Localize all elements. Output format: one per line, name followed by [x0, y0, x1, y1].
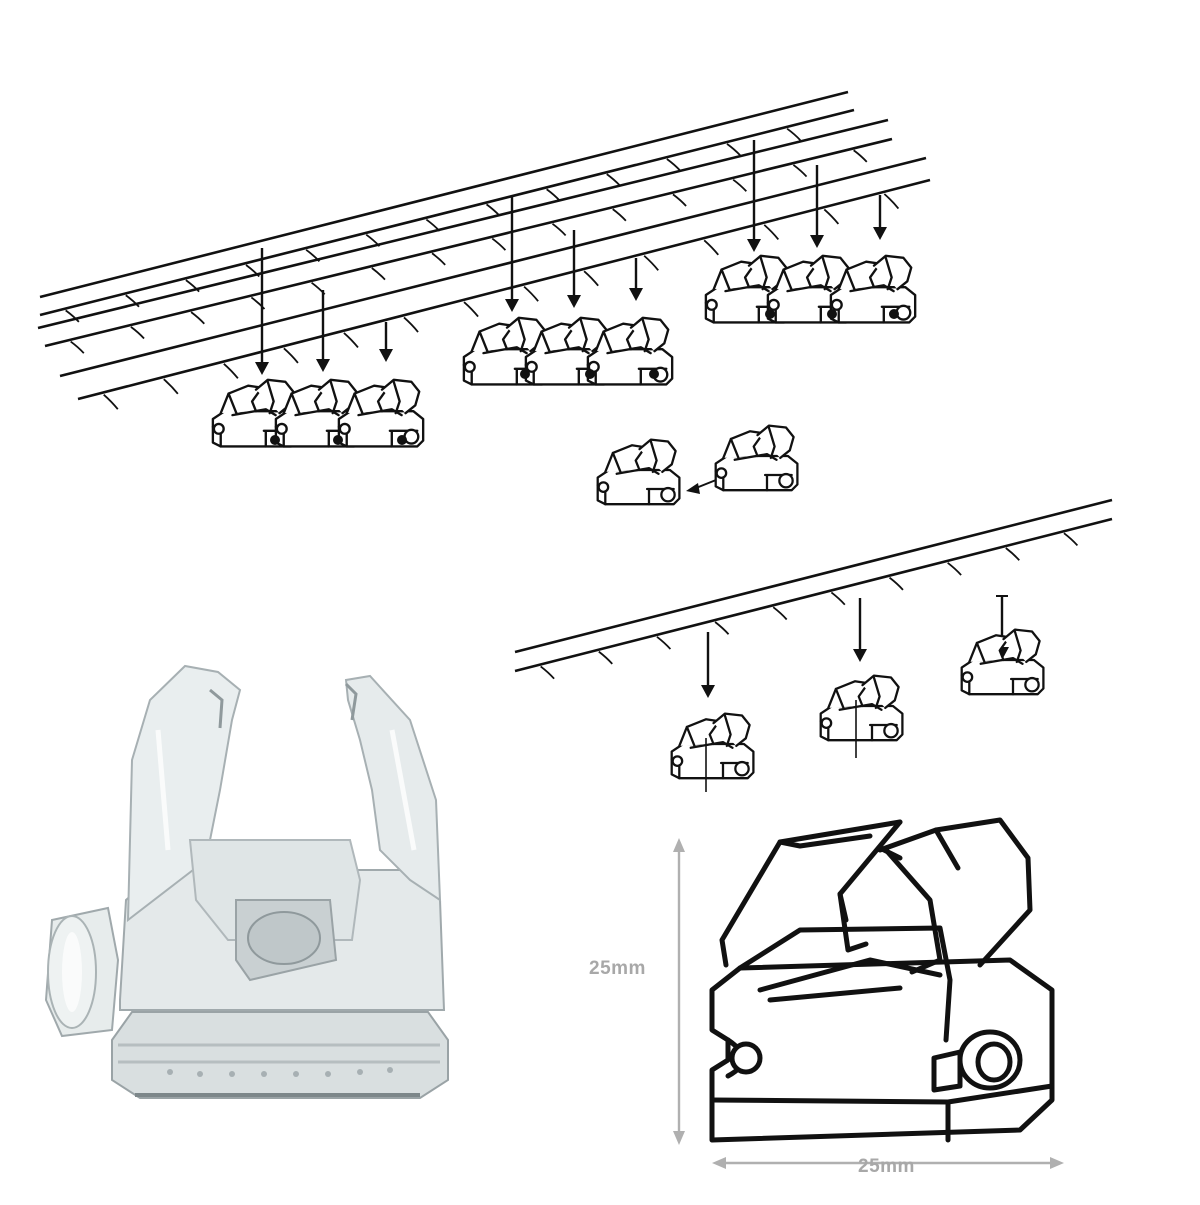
tape-segment [223, 363, 239, 379]
down-arrow-icon [379, 349, 393, 362]
clip-line-drawing-icon [960, 628, 1045, 696]
left-arrow-icon [686, 483, 700, 494]
tape-segment [343, 332, 359, 349]
tape-segment [365, 233, 381, 247]
tape-segment [666, 158, 681, 172]
tape-segment [130, 326, 145, 340]
down-arrow-icon [567, 295, 581, 308]
tape-segment [947, 562, 962, 576]
tape-segment [612, 208, 627, 222]
lower-tape-segment-marks [540, 532, 1079, 680]
tape-segment [546, 188, 561, 202]
connector-dot [520, 369, 530, 379]
tape-segment [823, 208, 840, 225]
clip-line-drawing-icon [596, 438, 681, 506]
tape-segment [491, 237, 507, 251]
tape-segment [523, 285, 539, 302]
connect-arrow-line [695, 479, 717, 489]
upper-clip-groups [211, 254, 917, 448]
dimension-lines [673, 838, 1064, 1169]
connector-dot [827, 309, 837, 319]
tape-segment [540, 665, 555, 680]
tape-segment [598, 650, 613, 665]
tape-segment [763, 224, 780, 240]
tape-segment [283, 347, 299, 364]
clip-line-drawing-icon [709, 817, 1055, 1143]
tape-segment [431, 252, 446, 266]
tape-segment [672, 193, 687, 207]
connector-dot [765, 309, 775, 319]
tape-segment [485, 203, 501, 217]
tape-segment [125, 294, 140, 308]
clip-line-drawing-icon [670, 712, 755, 780]
connector-dot [889, 309, 899, 319]
tape-segment [772, 606, 788, 621]
tape-segment [583, 270, 599, 287]
upper-drop-arrows [255, 140, 887, 375]
tape-segment [245, 264, 260, 278]
down-arrow-icon [629, 288, 643, 301]
connector-dot [270, 435, 280, 445]
tape-segment-marks [65, 127, 900, 410]
tape-segment [1063, 532, 1079, 547]
height-dimension-label: 25mm [589, 958, 646, 979]
tape-segment [250, 296, 266, 310]
tape-segment [786, 127, 801, 141]
lower-clips [670, 595, 1045, 792]
down-arrow-icon [316, 359, 330, 372]
down-arrow-icon [505, 299, 519, 312]
middle-clip-pair [596, 424, 799, 506]
down-arrow-icon [747, 239, 761, 252]
tape-segment [714, 621, 730, 635]
tape-segment [190, 311, 205, 325]
tape-segment [853, 149, 868, 163]
connector-dot [585, 369, 595, 379]
clip-line-drawing-icon [714, 424, 799, 492]
tape-segment [305, 249, 321, 262]
tape-segment [425, 218, 441, 232]
tape-segment [732, 178, 747, 192]
transparent-clip-photo [44, 664, 449, 1099]
clip-line-drawing-icon [819, 674, 904, 742]
tape-segment [1005, 547, 1020, 561]
tape-segment [830, 591, 846, 606]
tape-segment [103, 393, 119, 410]
tape-segment [65, 309, 80, 323]
connector-dot [649, 369, 659, 379]
down-arrow-icon [810, 235, 824, 248]
lower-tape-row [514, 498, 1113, 673]
connector-dot [333, 435, 343, 445]
tape-segment [703, 239, 719, 256]
down-arrow-icon [853, 649, 867, 662]
tape-segment [463, 301, 479, 318]
tape-segment [888, 576, 904, 591]
down-arrow-icon [255, 362, 269, 375]
tape-segment [643, 255, 659, 271]
down-arrow-icon [701, 685, 715, 698]
tape-segment [185, 279, 200, 293]
tape-segment [371, 267, 386, 281]
tape-segment [792, 164, 808, 178]
tape-segment [70, 340, 85, 354]
upper-tape-rows [37, 90, 931, 401]
tape-segment [606, 173, 621, 187]
tape-segment [656, 636, 672, 650]
connector-dot [397, 435, 407, 445]
tape-segment [551, 223, 567, 237]
tape-segment [883, 193, 900, 210]
tape-segment [163, 378, 179, 395]
tape-segment [403, 316, 419, 333]
down-arrow-icon [873, 227, 887, 240]
tape-segment [726, 143, 741, 156]
width-dimension-label: 25mm [858, 1156, 915, 1177]
